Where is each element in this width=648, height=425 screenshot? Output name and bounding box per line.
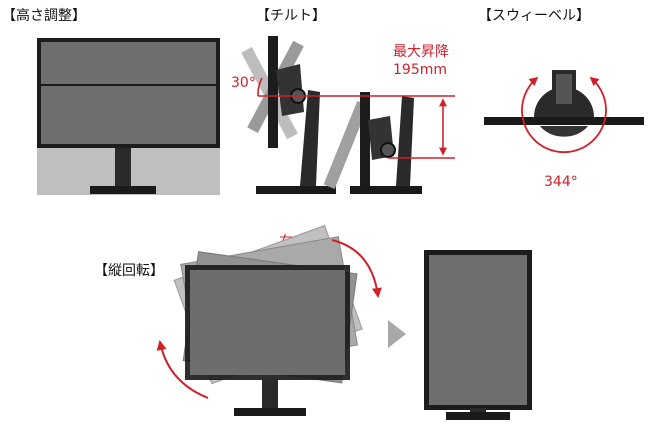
- swivel-base-bottom: [540, 126, 588, 137]
- rotation-arrow-bottom: [156, 340, 209, 399]
- tilt-angle-label: 30°: [231, 75, 256, 91]
- swivel-angle-label: 344°: [544, 174, 578, 190]
- rotation-label: 【縦回転】: [94, 263, 164, 279]
- rotation-neck: [262, 380, 278, 410]
- portrait-screen: [429, 255, 527, 405]
- rotation-monitor: [173, 224, 363, 416]
- rotation-base: [234, 408, 306, 416]
- tilt-label: 【チルト】: [256, 8, 326, 24]
- tilt-monitor: [241, 36, 336, 194]
- transition-arrow-icon: [388, 320, 406, 348]
- tilt-stand-neck: [300, 90, 320, 186]
- rotation-monitor-screen: [190, 270, 345, 375]
- swivel-panel-top: [484, 117, 644, 125]
- monitor-screen: [41, 42, 216, 144]
- height-adjust-label: 【高さ調整】: [2, 8, 86, 24]
- height-adjust-monitor: [37, 38, 220, 195]
- lowered-ghost-panel: [323, 101, 369, 189]
- tilt-angle-arc: [257, 77, 263, 97]
- tilt-panel: [268, 36, 278, 148]
- portrait-monitor: [424, 250, 532, 420]
- monitor-neck: [115, 148, 131, 188]
- portrait-base: [446, 412, 510, 420]
- swivel-monitor: [484, 70, 644, 153]
- lowered-stand: [323, 92, 422, 194]
- lowered-hinge: [380, 142, 396, 158]
- height-range-label-2: 195mm: [393, 62, 447, 78]
- height-range-label-1: 最大昇降: [393, 44, 449, 60]
- lowered-stand-neck: [396, 96, 414, 186]
- portrait-neck: [470, 408, 486, 414]
- swivel-neck-inner: [556, 74, 572, 104]
- tilt-stand-base: [256, 186, 336, 194]
- rotation-arrow-top: [331, 239, 382, 298]
- monitor-base: [90, 186, 156, 194]
- lowered-stand-base: [350, 186, 422, 194]
- swivel-label: 【スウィーベル】: [478, 8, 590, 24]
- swivel-arc-arrow: [521, 76, 607, 153]
- lowered-panel: [360, 92, 370, 188]
